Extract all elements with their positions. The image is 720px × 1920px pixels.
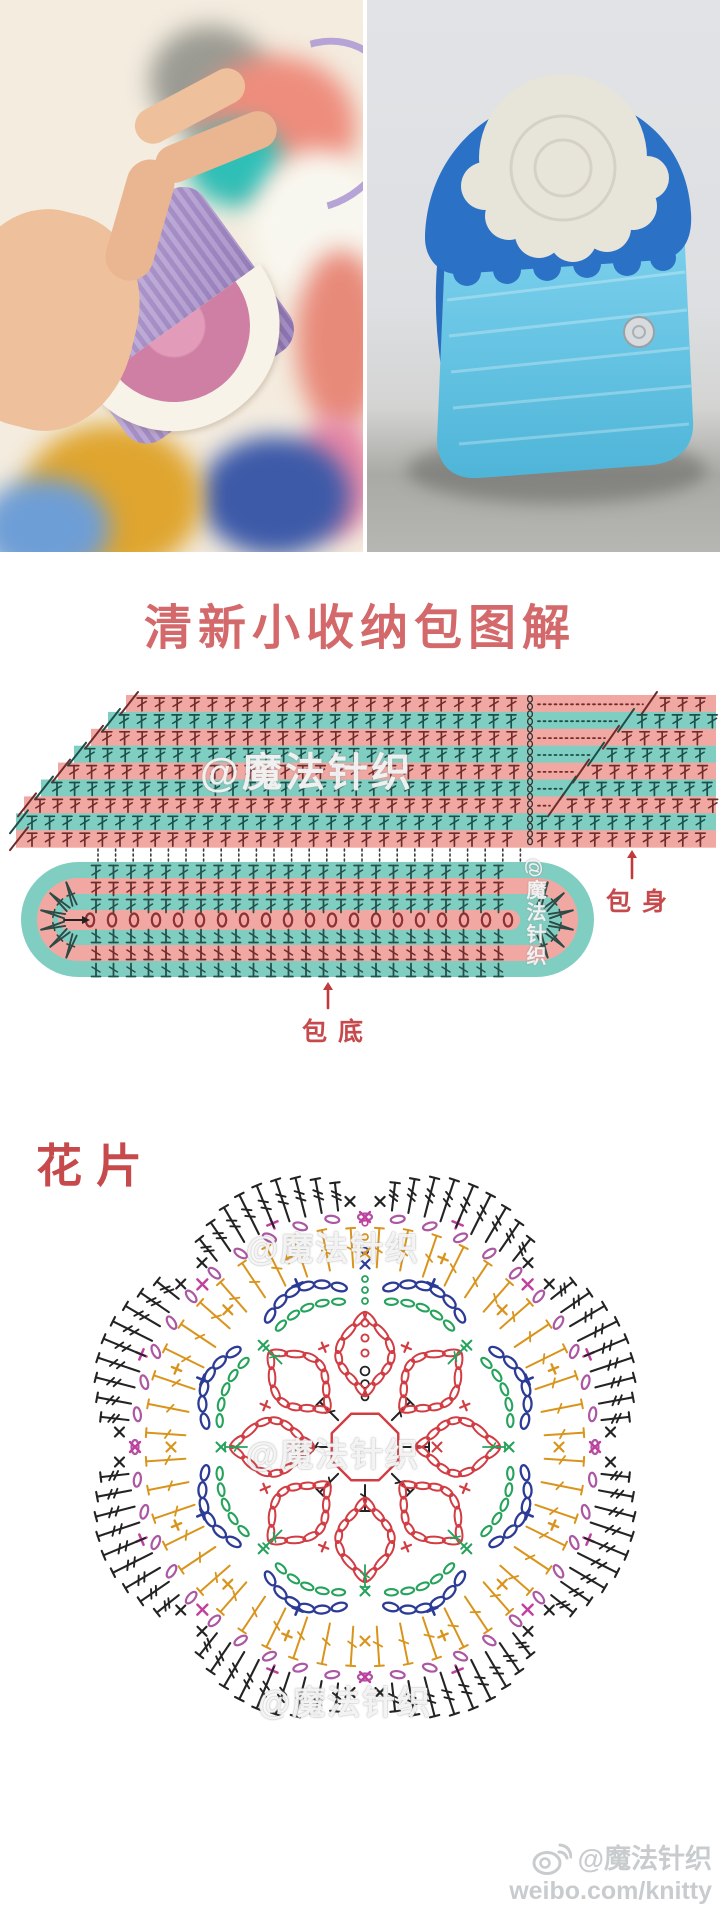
watermark-vertical: @魔法针织 [523, 858, 545, 968]
bag-texture [446, 270, 692, 446]
weibo-credit: @魔法针织 weibo.com/knitty [509, 1842, 712, 1906]
label-flower-motif: 花片 [36, 1140, 156, 1192]
weibo-url: weibo.com/knitty [509, 1877, 712, 1905]
blue-bag-illustration [407, 74, 707, 504]
weibo-logo-icon [532, 1843, 572, 1875]
watermark: @魔法针织 [246, 1436, 421, 1473]
watermark: @魔法针织 [246, 1230, 421, 1267]
blurred-pouch-navy [200, 436, 350, 552]
blurred-pouch-coral [296, 250, 363, 430]
bag-flap-scallops [453, 245, 676, 286]
watermark: @魔法针织 [258, 1684, 433, 1721]
bag-white-doily [461, 74, 669, 262]
page-title: 清新小收纳包图解 [143, 602, 576, 655]
photo-left-crochet-pouches [0, 0, 363, 552]
label-bag-body: 包身 [606, 888, 679, 916]
photo-right-blue-bag [367, 0, 720, 552]
label-bag-bottom: 包底 [302, 1018, 375, 1046]
bag-button [623, 316, 655, 348]
watermark: @魔法针织 [200, 751, 415, 795]
weibo-handle: @魔法针织 [577, 1843, 712, 1874]
